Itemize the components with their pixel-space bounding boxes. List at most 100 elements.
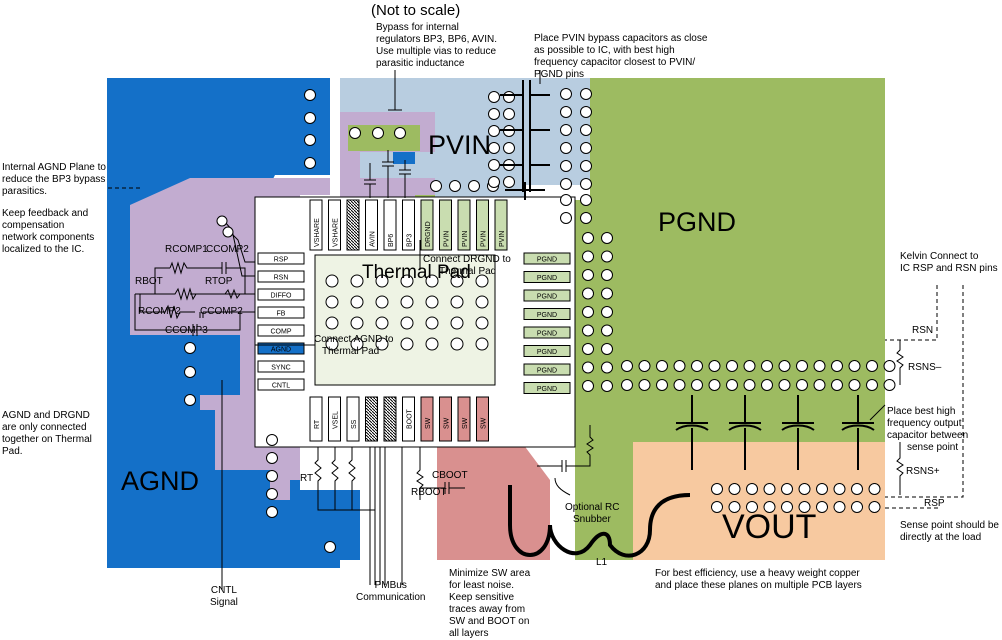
rt-resistors [221, 380, 465, 590]
via [582, 343, 594, 355]
vout-region-label: VOUT [722, 508, 817, 546]
bottom-pin [402, 396, 415, 442]
rsp-test-point [216, 215, 228, 227]
via [883, 360, 896, 372]
thermal-via [425, 295, 439, 309]
thermal-via [400, 337, 414, 351]
via [488, 142, 500, 154]
left-pin [257, 360, 305, 373]
thermal-via [375, 337, 389, 351]
via [304, 89, 316, 101]
via [266, 506, 278, 518]
via [816, 501, 828, 513]
via [184, 394, 196, 406]
right-pin-label: PGND [537, 257, 557, 264]
ccomp2-mid-label: CCOMP2 [200, 306, 243, 317]
sense-resistors [896, 340, 904, 495]
via [813, 379, 826, 391]
left-pin [257, 252, 305, 265]
left-pin [257, 378, 305, 391]
via [796, 379, 808, 391]
top-pin-label: VSHARE [333, 218, 340, 247]
top-pin [439, 199, 452, 251]
right-pin [523, 271, 571, 283]
via [324, 541, 336, 553]
output-capacitors [675, 395, 875, 470]
via [711, 483, 723, 495]
thermal-via [475, 295, 489, 309]
thermal-via [350, 337, 364, 351]
via [708, 379, 721, 391]
right-pin [523, 308, 571, 320]
via [503, 91, 515, 103]
via [601, 380, 613, 392]
top-pin [309, 199, 323, 251]
output-capacitor [841, 395, 875, 470]
via [796, 360, 808, 372]
thermal-via [325, 274, 339, 288]
thermal-pad-label: Thermal Pad [362, 262, 471, 283]
bottom-pin [346, 396, 360, 442]
thermal-via [450, 316, 464, 330]
via [726, 379, 738, 391]
thermal-via [325, 316, 339, 330]
kelvin-sense-lines [105, 187, 964, 509]
via [656, 360, 668, 372]
via [304, 134, 316, 146]
top-pin [476, 199, 489, 251]
diagram-title: (Not to scale) [371, 2, 461, 19]
right-pin [523, 345, 571, 357]
via [868, 483, 881, 495]
via [601, 232, 613, 244]
bottom-pin [309, 396, 323, 442]
right-pin [523, 363, 571, 376]
via [728, 483, 741, 495]
l1-label: L1 [596, 557, 608, 568]
top-pin-label: DRGND [425, 221, 432, 247]
via [691, 360, 703, 372]
rboot-label: RBOOT [411, 487, 447, 498]
bottom-pin-label: SW [462, 417, 469, 429]
pgnd-region-label: PGND [658, 207, 737, 237]
thermal-via [425, 274, 439, 288]
top-pin [328, 199, 341, 251]
via [582, 324, 594, 337]
via [638, 360, 651, 372]
thermal-via [400, 316, 414, 330]
thermal-via [400, 274, 414, 288]
via [560, 88, 572, 100]
top-pin [494, 199, 508, 251]
top-pin-label: AVIN [370, 231, 377, 247]
via [349, 127, 361, 139]
rcomp2-label: RCOMP2 [138, 306, 181, 317]
via [266, 434, 278, 446]
via [726, 360, 738, 372]
right-pin-label: PGND [537, 275, 557, 282]
via [761, 360, 773, 372]
left-pin-label: DIFFO [271, 293, 293, 300]
bottom-pin-label: SW [425, 417, 432, 429]
via [488, 91, 500, 103]
via [560, 178, 572, 190]
snubber [537, 425, 594, 496]
via [673, 360, 686, 372]
top-pin-label: BP6 [388, 234, 395, 247]
via [560, 106, 572, 118]
via [743, 379, 756, 391]
via [580, 212, 592, 224]
via [851, 483, 863, 495]
bottom-pin-label: SW [444, 417, 451, 429]
via [848, 360, 861, 372]
via [781, 501, 793, 513]
via [601, 250, 613, 263]
rsn-label: RSN [912, 325, 934, 336]
via [184, 342, 196, 354]
via [266, 452, 278, 464]
top-pin-label: BP3 [407, 234, 414, 247]
via [488, 176, 500, 188]
via [708, 360, 721, 372]
